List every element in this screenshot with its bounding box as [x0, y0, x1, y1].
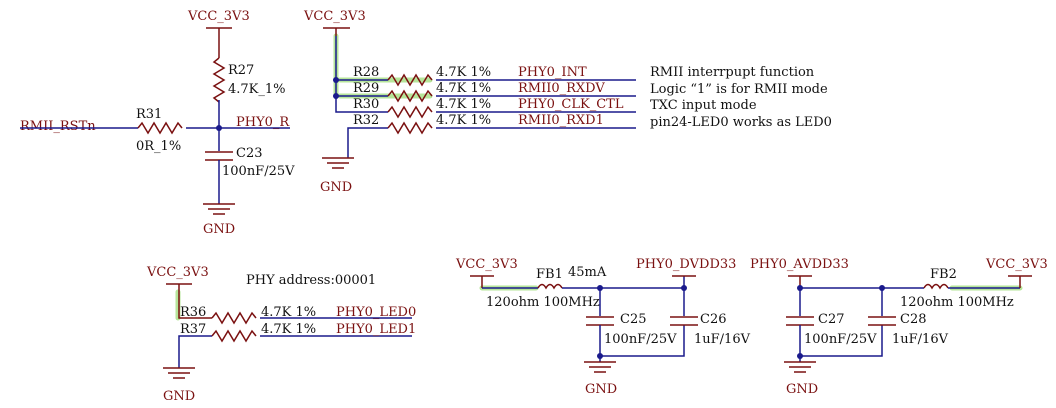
phy-address: PHY address:00001: [246, 273, 376, 288]
r28-note: RMII interrpupt function: [650, 65, 815, 80]
c26-ref: C26: [700, 312, 727, 327]
vcc-led-symbol: [166, 283, 212, 319]
c23-value: 100nF/25V: [222, 164, 295, 179]
gnd-avdd-symbol: [784, 361, 816, 373]
c28-capacitor: [868, 316, 896, 326]
fb2-ferrite: [923, 283, 949, 290]
gnd-strap-label: GND: [320, 180, 352, 195]
rmii0-rxd1-net: RMII0_RXD1: [518, 113, 604, 128]
r30-ref: R30: [353, 97, 379, 112]
reset-circuit: VCC_3V3 R27 4.7K_1% RMII_RSTn R31 0R_1% …: [20, 9, 295, 237]
c27-ref: C27: [818, 312, 845, 327]
vcc-led-label: VCC_3V3: [146, 265, 209, 280]
r32-ref: R32: [353, 113, 379, 128]
r32-value: 4.7K 1%: [436, 113, 491, 128]
led-circuit: VCC_3V3 R36 4.7K 1% PHY0_LED0 PHY addres…: [146, 265, 416, 404]
vcc-fb2-symbol: [1008, 275, 1032, 288]
gnd-rst-label: GND: [203, 222, 235, 237]
vcc-fb1-symbol: [470, 275, 494, 288]
r30-value: 4.7K 1%: [436, 97, 491, 112]
phy0-led0-net: PHY0_LED0: [336, 305, 416, 320]
phy0-clk-ctl-net: PHY0_CLK_CTL: [518, 97, 624, 112]
r27-value: 4.7K_1%: [228, 82, 286, 97]
rmii-rstn-net: RMII_RSTn: [20, 119, 96, 134]
r36-resistor: [211, 311, 257, 325]
r29-ref: R29: [353, 81, 379, 96]
r31-resistor: [137, 121, 183, 135]
vcc-fb1-label: VCC_3V3: [455, 257, 518, 272]
r37-ref: R37: [180, 322, 206, 337]
fb1-value: 120ohm 100MHz: [486, 295, 600, 310]
dvdd-current: 45mA: [568, 265, 607, 280]
c25-ref: C25: [620, 312, 647, 327]
r29-note: Logic “1” is for RMII mode: [650, 82, 828, 97]
r28-ref: R28: [353, 65, 379, 80]
vcc-rst-label: VCC_3V3: [187, 9, 250, 24]
gnd-strap-symbol: [322, 157, 354, 169]
r37-resistor: [211, 329, 257, 343]
r36-ref: R36: [180, 305, 206, 320]
phy0-int-net: PHY0_INT: [518, 65, 587, 80]
avdd-filter: PHY0_AVDD33 VCC_3V3 FB2 120ohm 100MHz C2…: [750, 257, 1048, 397]
gnd-dvdd-symbol: [584, 361, 616, 373]
gnd-rst-symbol: [203, 203, 235, 215]
gnd-led-label: GND: [163, 389, 195, 404]
r28-resistor: [387, 73, 433, 87]
phy0-avdd33-net: PHY0_AVDD33: [750, 257, 849, 272]
phy0-dvdd33-net: PHY0_DVDD33: [636, 257, 736, 272]
phy0-led1-net: PHY0_LED1: [336, 322, 416, 337]
r37-value: 4.7K 1%: [261, 322, 316, 337]
vcc-strap-symbol: [323, 27, 350, 36]
r30-resistor: [387, 105, 433, 119]
c28-ref: C28: [900, 312, 927, 327]
c26-capacitor: [670, 316, 698, 326]
c27-capacitor: [786, 316, 814, 326]
r29-resistor: [387, 89, 433, 103]
fb2-ref: FB2: [930, 267, 957, 282]
fb1-ferrite: [537, 283, 563, 290]
c23-ref: C23: [236, 146, 263, 161]
gnd-led-symbol: [163, 367, 195, 379]
gnd-dvdd-label: GND: [585, 382, 617, 397]
r32-resistor: [387, 121, 433, 135]
c28-value: 1uF/16V: [892, 332, 949, 347]
r29-value: 4.7K 1%: [436, 81, 491, 96]
c25-value: 100nF/25V: [604, 332, 677, 347]
r27-resistor: [212, 57, 226, 103]
r30-note: TXC input mode: [650, 98, 757, 113]
gnd-avdd-label: GND: [786, 382, 818, 397]
phy0-r-net: PHY0_R: [236, 115, 290, 130]
dvdd-filter: VCC_3V3 FB1 120ohm 100MHz 45mA PHY0_DVDD…: [455, 257, 751, 397]
r31-value: 0R_1%: [136, 139, 181, 154]
fb2-value: 120ohm 100MHz: [900, 295, 1014, 310]
rmii0-rxdv-net: RMII0_RXDV: [518, 81, 605, 96]
vcc-rst-symbol: [206, 27, 232, 58]
r31-ref: R31: [136, 107, 162, 122]
c27-value: 100nF/25V: [804, 332, 877, 347]
r28-value: 4.7K 1%: [436, 65, 491, 80]
c23-capacitor: [205, 151, 233, 161]
c25-capacitor: [586, 316, 614, 326]
vcc-fb2-label: VCC_3V3: [985, 257, 1048, 272]
r32-note: pin24-LED0 works as LED0: [650, 115, 832, 130]
r27-ref: R27: [228, 63, 254, 78]
r36-value: 4.7K 1%: [261, 305, 316, 320]
strap-circuit: VCC_3V3 R28 4.7K 1% PHY0_INT RMII interr…: [303, 9, 832, 195]
fb1-ref: FB1: [536, 267, 563, 282]
c26-value: 1uF/16V: [694, 332, 751, 347]
vcc-strap-label: VCC_3V3: [303, 9, 366, 24]
